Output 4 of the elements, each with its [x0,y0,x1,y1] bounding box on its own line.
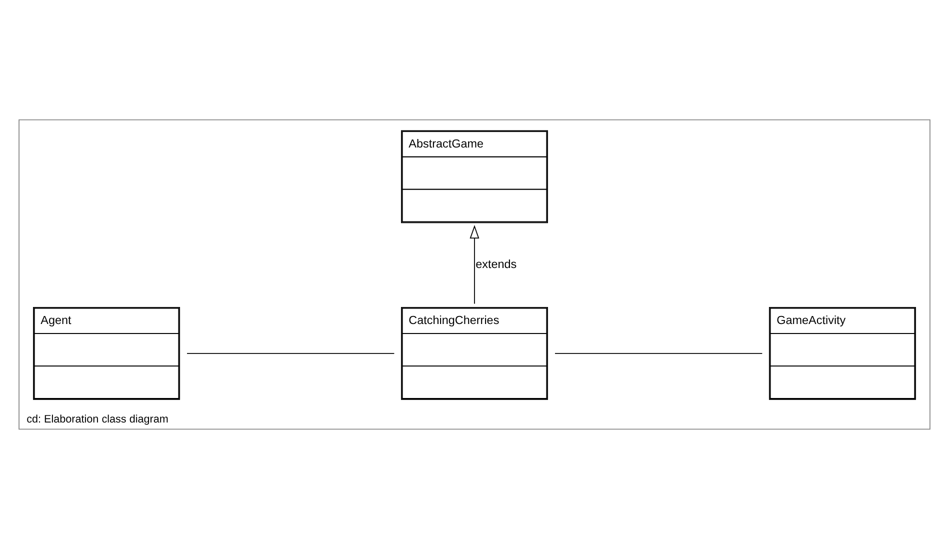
arrow [470,224,480,304]
edge-label: extends [476,258,517,272]
connector [186,352,395,354]
connector [554,352,763,354]
